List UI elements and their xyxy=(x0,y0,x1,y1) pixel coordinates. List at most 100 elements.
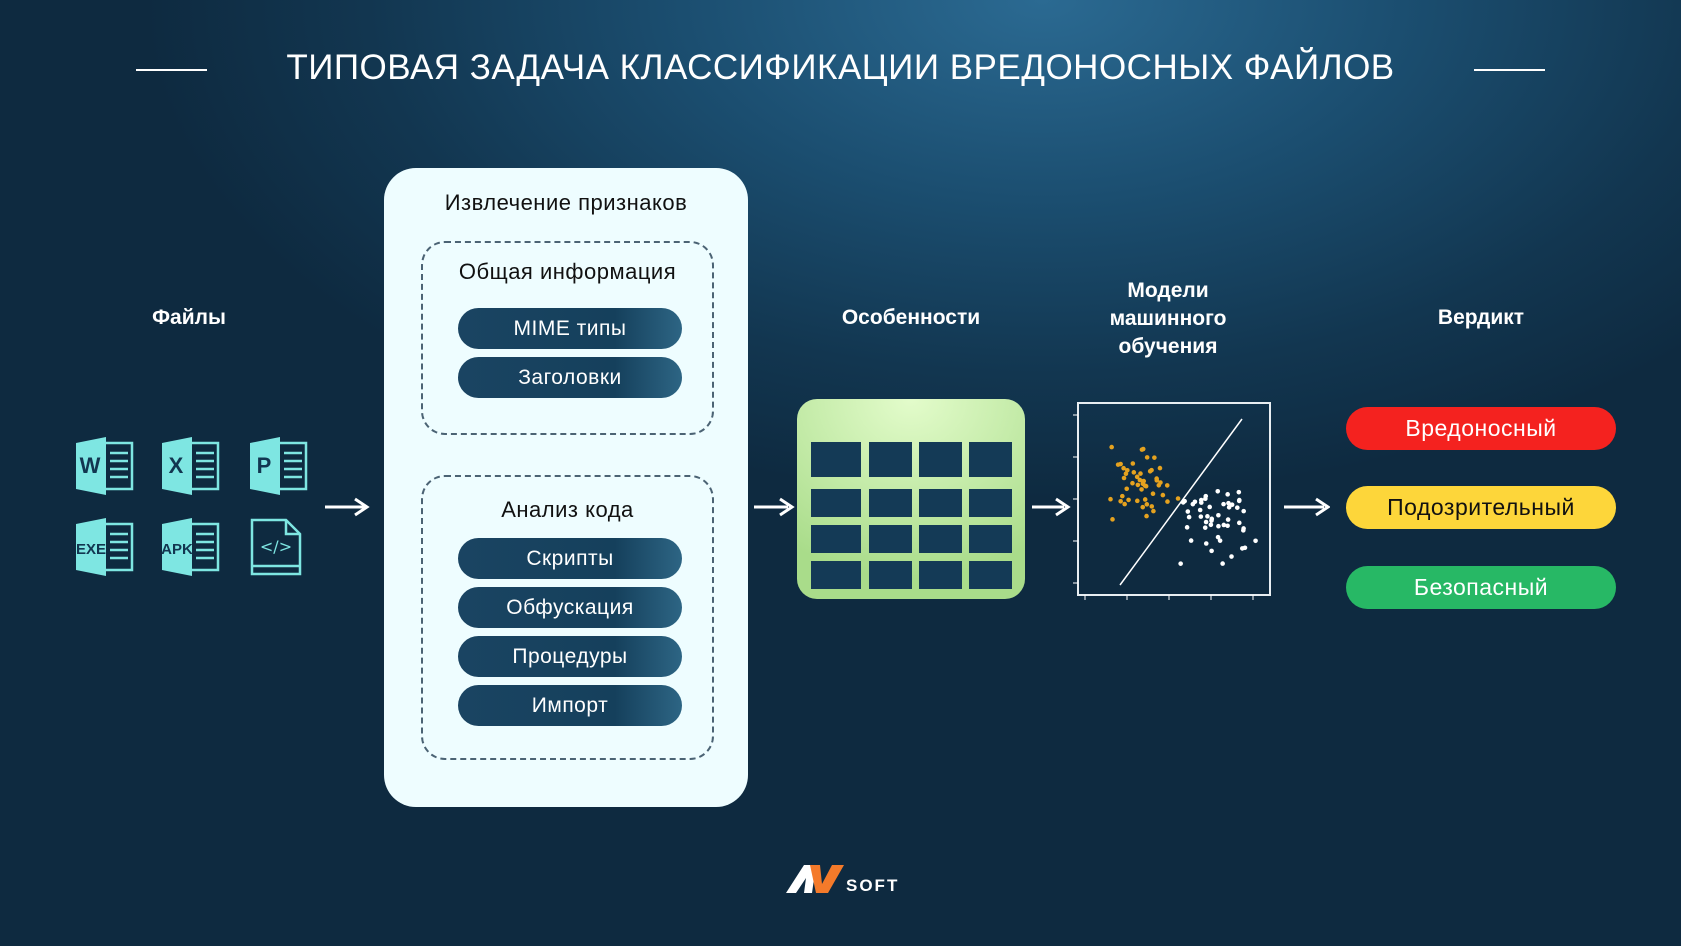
scatter-point xyxy=(1149,504,1155,509)
scatter-point xyxy=(1158,480,1163,485)
scatter-point xyxy=(1124,486,1130,492)
scatter-point xyxy=(1216,512,1221,518)
scatter-point xyxy=(1229,502,1235,508)
scatter-point xyxy=(1135,482,1141,488)
feature-extraction-panel: Извлечение признаков Общая информация MI… xyxy=(384,168,748,807)
scatter-point xyxy=(1184,525,1190,530)
scatter-point xyxy=(1142,497,1148,502)
general-info-title: Общая информация xyxy=(458,259,677,284)
table-cell xyxy=(969,489,1012,517)
scatter-point xyxy=(1118,461,1123,467)
table-cell xyxy=(869,489,912,517)
scatter-point xyxy=(1215,488,1221,494)
features-label: Особенности xyxy=(841,306,981,329)
scatter-point xyxy=(1197,507,1203,513)
scatter-point xyxy=(1221,522,1227,528)
mime-types-pill: MIME типы xyxy=(458,308,682,349)
scatter-point xyxy=(1185,509,1191,514)
scatter-point xyxy=(1144,502,1150,507)
scatter-point xyxy=(1234,505,1240,510)
scatter-point xyxy=(1217,538,1223,543)
scatter-point xyxy=(1137,477,1143,483)
ml-label-line: машинного xyxy=(1109,307,1227,330)
table-cell xyxy=(869,561,912,589)
procedures-pill: Процедуры xyxy=(458,636,682,677)
scatter-point xyxy=(1205,514,1210,519)
scatter-point xyxy=(1164,483,1170,488)
scatter-point xyxy=(1203,541,1209,546)
svg-text:W: W xyxy=(80,453,101,478)
arrow-icon xyxy=(1032,497,1071,517)
scatter-point xyxy=(1139,487,1144,492)
scatter-point xyxy=(1236,498,1242,504)
table-cell xyxy=(811,489,861,517)
arrow-icon xyxy=(1284,497,1330,517)
table-cell xyxy=(811,525,861,553)
scatter-point xyxy=(1109,444,1114,450)
scatter-point xyxy=(1135,498,1140,504)
scatter-point xyxy=(1130,480,1135,486)
scripts-pill: Скрипты xyxy=(458,538,682,579)
table-cell xyxy=(969,525,1012,553)
scatter-point xyxy=(1121,475,1127,481)
verdict-label: Вердикт xyxy=(1437,306,1525,329)
svg-text:X: X xyxy=(169,453,184,478)
scatter-point xyxy=(1152,455,1157,460)
scatter-point xyxy=(1203,496,1208,502)
scatter-point xyxy=(1241,528,1246,533)
ml-label-line: Модели xyxy=(1127,279,1209,302)
scatter-point xyxy=(1229,554,1234,559)
general-info-group: Общая информация MIME типы Заголовки xyxy=(421,241,714,435)
scatter-point xyxy=(1154,476,1159,481)
avsoft-logo: SOFT xyxy=(786,860,906,896)
title-line-right xyxy=(1474,69,1545,71)
scatter-point xyxy=(1134,474,1140,480)
scatter-point xyxy=(1220,561,1225,566)
exe-file-icon: EXE xyxy=(76,518,134,576)
scatter-point xyxy=(1147,468,1153,474)
scatter-point xyxy=(1186,514,1192,520)
scatter-point xyxy=(1215,534,1221,540)
table-cell xyxy=(919,525,962,553)
scatter-point xyxy=(1144,455,1150,460)
page-title: ТИПОВАЯ ЗАДАЧА КЛАССИФИКАЦИИ ВРЕДОНОСНЫХ… xyxy=(286,48,1395,87)
scatter-point xyxy=(1180,500,1186,505)
scatter-point xyxy=(1208,522,1214,528)
scatter-point xyxy=(1202,525,1208,530)
scatter-point xyxy=(1108,496,1113,502)
table-cell xyxy=(969,561,1012,589)
svg-text:APK: APK xyxy=(162,541,193,558)
svg-text:</>: </> xyxy=(260,537,292,556)
scatter-point xyxy=(1160,492,1166,498)
scatter-point xyxy=(1123,471,1129,477)
code-analysis-title: Анализ кода xyxy=(501,497,634,522)
scatter-point xyxy=(1150,491,1156,497)
feature-table-icon xyxy=(797,399,1025,599)
scatter-point xyxy=(1131,470,1137,475)
svg-text:EXE: EXE xyxy=(76,541,106,558)
code-analysis-group: Анализ кода Скрипты Обфускация Процедуры… xyxy=(421,475,714,760)
table-cell xyxy=(919,489,962,517)
scatter-point xyxy=(1253,538,1258,544)
code-file-icon: </> xyxy=(250,518,302,576)
scatter-point xyxy=(1221,501,1226,507)
scatter-point xyxy=(1118,498,1123,504)
scatter-point xyxy=(1209,548,1214,554)
scatter-point xyxy=(1175,496,1181,501)
word-file-icon: W xyxy=(76,437,134,495)
scatter-point xyxy=(1140,481,1146,487)
scatter-point xyxy=(1225,517,1231,522)
scatter-point xyxy=(1125,467,1130,473)
scatter-point xyxy=(1122,501,1127,507)
scatter-point xyxy=(1157,465,1163,471)
scatter-point xyxy=(1226,504,1232,510)
svg-text:P: P xyxy=(257,453,272,478)
scatter-point xyxy=(1178,561,1183,566)
scatter-point xyxy=(1143,483,1149,489)
scatter-point xyxy=(1207,504,1213,510)
table-cell xyxy=(919,561,962,589)
scatter-plot-icon xyxy=(1073,402,1271,600)
logo-mark-icon xyxy=(786,865,844,893)
scatter-point xyxy=(1126,497,1131,503)
arrow-icon xyxy=(754,497,795,517)
